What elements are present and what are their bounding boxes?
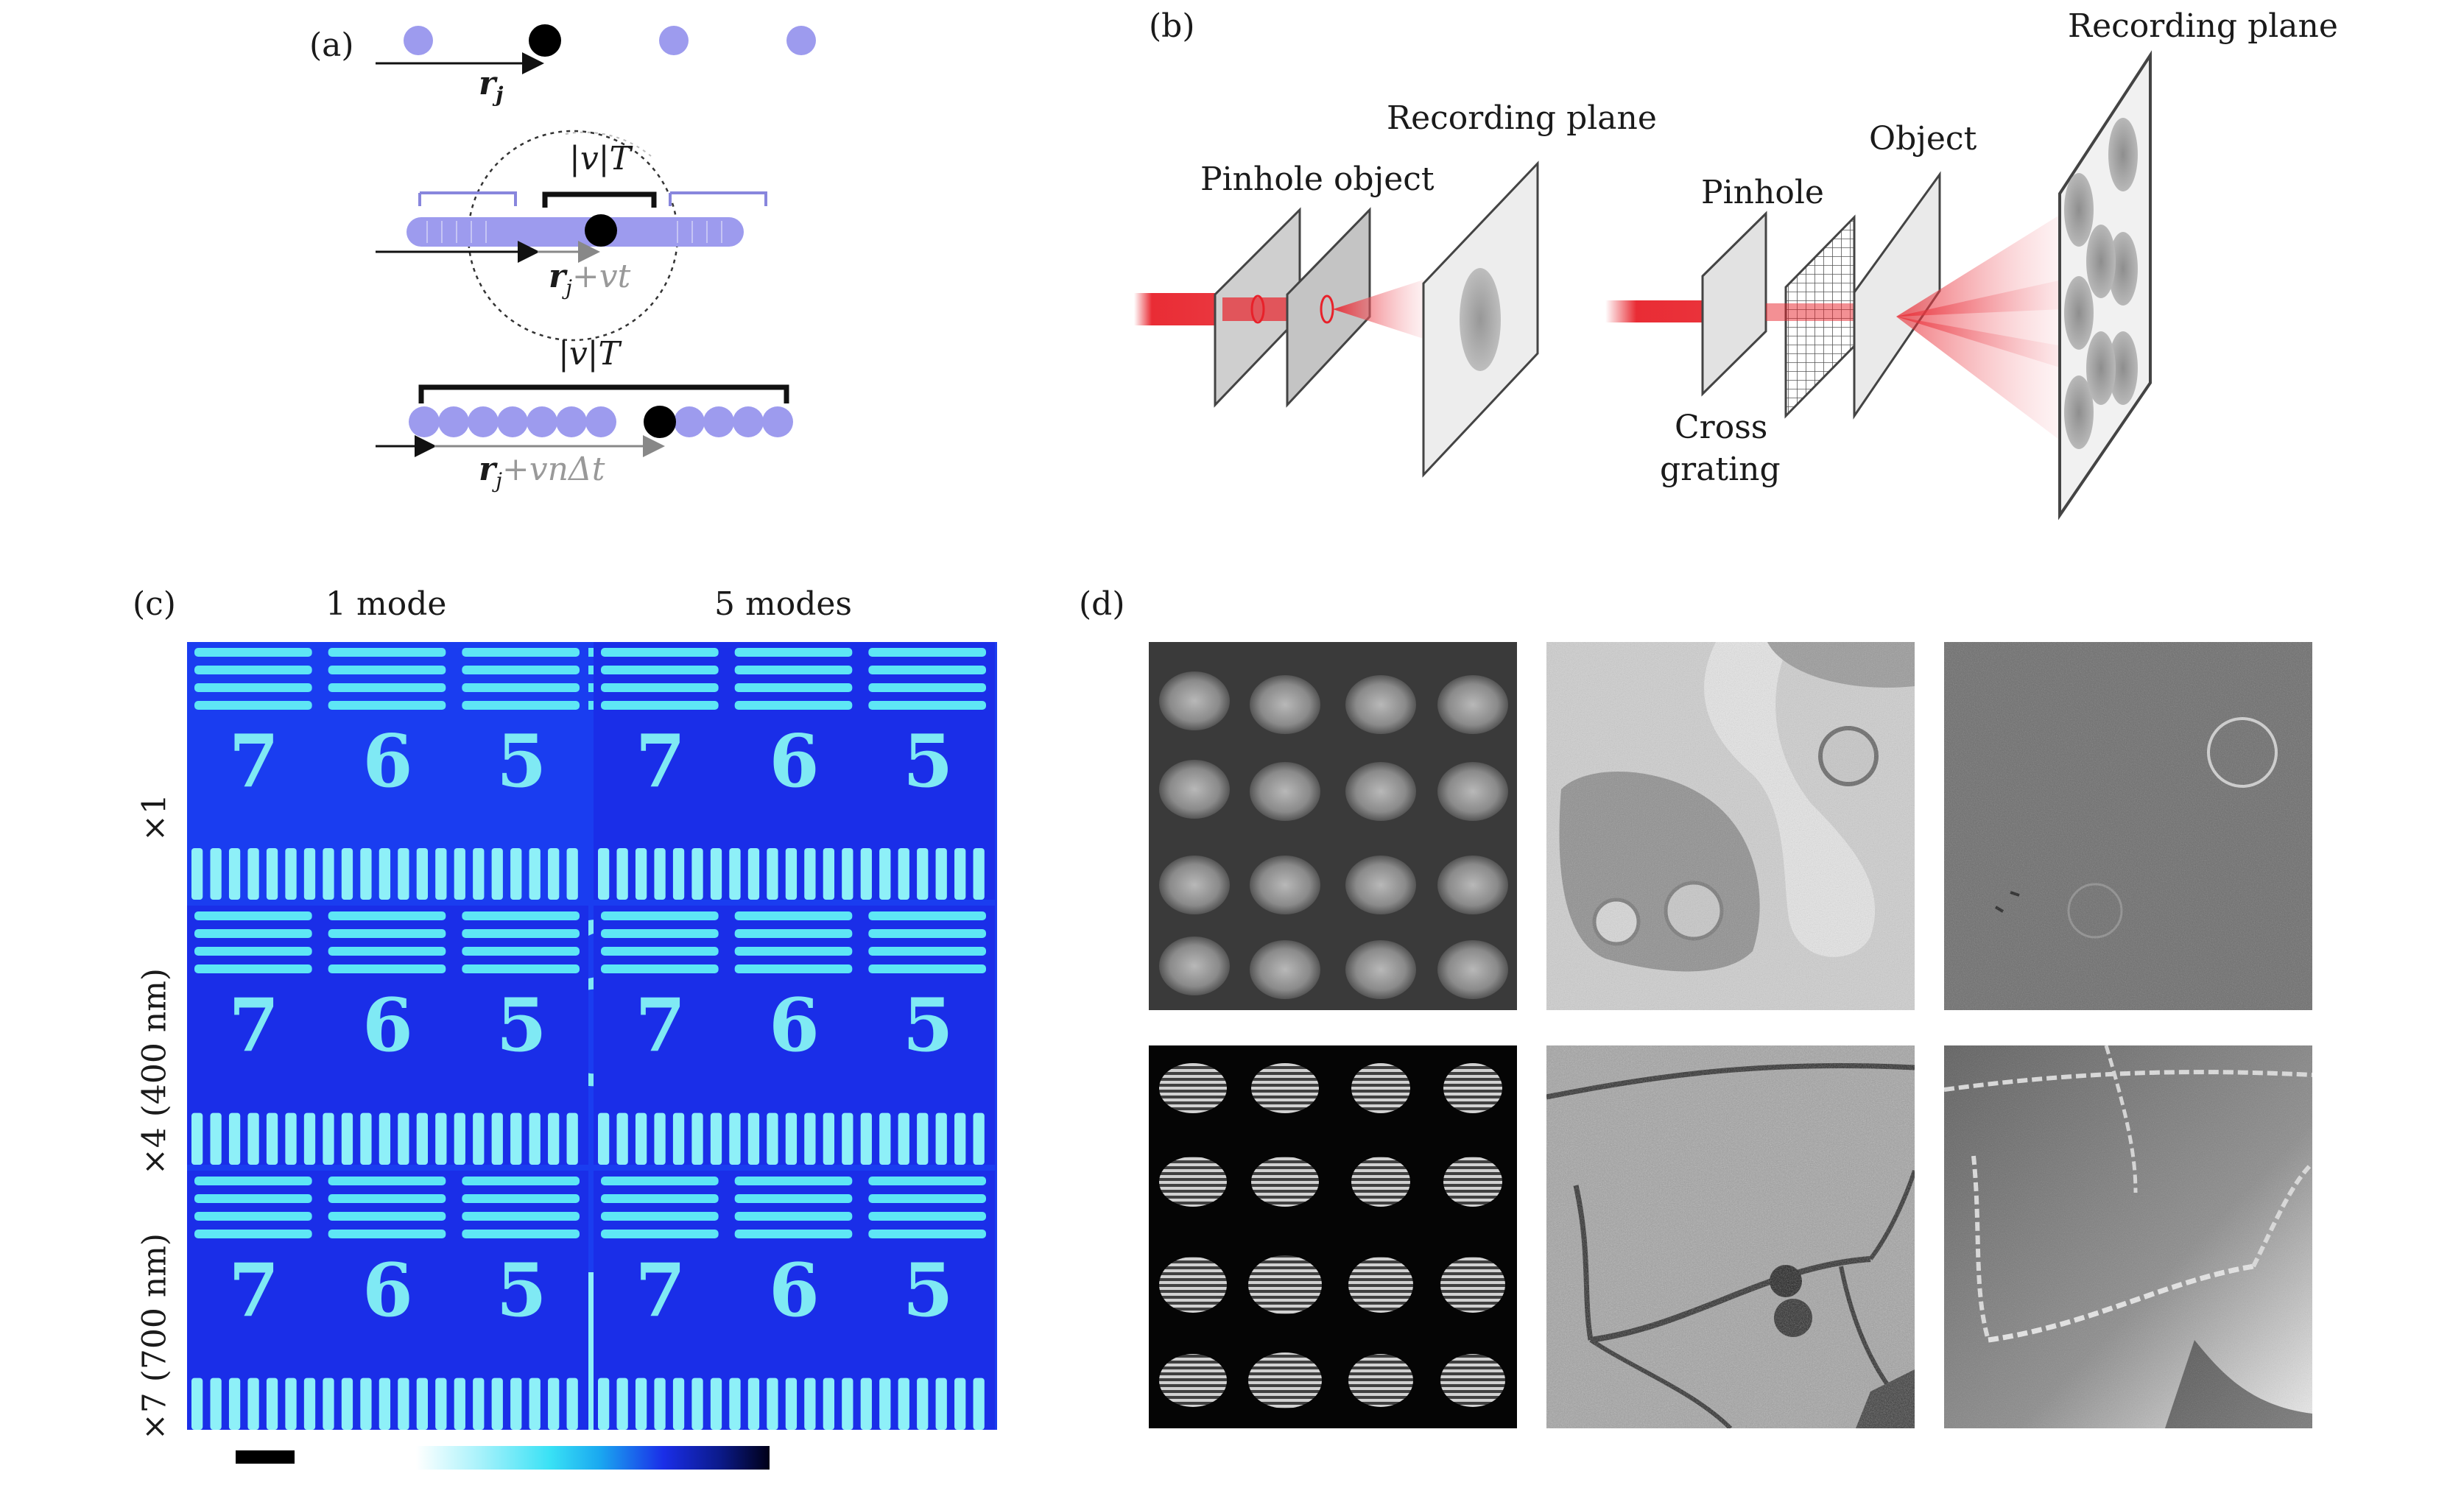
usaf-digit: 6 bbox=[769, 1248, 820, 1333]
usaf-digit: 5 bbox=[903, 719, 953, 804]
usaf-digit: 7 bbox=[229, 719, 279, 804]
diffraction-spots bbox=[2064, 118, 2138, 449]
panel-a-label: (a) bbox=[309, 27, 354, 64]
pinhole-label: Pinhole bbox=[1701, 174, 1824, 211]
rj-plus-vn-label: rj+vnΔt bbox=[479, 451, 605, 493]
usaf-digit: 6 bbox=[769, 983, 820, 1068]
tissue-phase-image bbox=[1944, 1045, 2312, 1428]
dot-array-amplitude bbox=[1149, 642, 1517, 1010]
vT-label: |v|T bbox=[569, 140, 631, 177]
probe-dot bbox=[786, 26, 816, 55]
row-label-x1: ×1 bbox=[135, 794, 174, 842]
object-plate bbox=[1853, 171, 1941, 420]
panel-c: (c) 1 mode 5 modes ×1 ×4 (400 nm) ×7 (70… bbox=[125, 574, 1009, 1471]
panel-d: (d) bbox=[1075, 574, 2445, 1471]
rj-label: rj bbox=[479, 65, 504, 107]
usaf-digit: 7 bbox=[635, 983, 686, 1068]
usaf-digit: 5 bbox=[903, 1248, 954, 1333]
panel-c-label: (c) bbox=[133, 585, 176, 623]
usaf-digit: 7 bbox=[228, 983, 279, 1068]
panel-a: (a) bbox=[295, 0, 854, 515]
tissue-amplitude-image bbox=[1546, 1045, 1915, 1428]
dot-array-phase bbox=[1149, 1045, 1517, 1428]
panel-b-diagram bbox=[1134, 50, 2152, 521]
cross-grating-label-1: Cross bbox=[1675, 409, 1768, 446]
probe-dot-active bbox=[585, 214, 617, 247]
usaf-digit: 6 bbox=[362, 1248, 413, 1333]
usaf-tile-grid: 765 765 765 765 765 765 765 bbox=[187, 642, 997, 1430]
colorbar bbox=[416, 1446, 770, 1470]
probe-dot-row bbox=[409, 406, 793, 437]
usaf-digit: 5 bbox=[496, 719, 546, 804]
usaf-digit: 6 bbox=[362, 719, 412, 804]
probe-dot bbox=[659, 26, 689, 55]
vT2-label: |v|T bbox=[558, 335, 620, 373]
rj-plus-vt-label: rj+vt bbox=[549, 258, 631, 300]
cell-phase-image bbox=[1944, 642, 2312, 1010]
pinhole-object-label: Pinhole object bbox=[1200, 161, 1435, 198]
panel-d-label: (d) bbox=[1079, 585, 1125, 623]
panel-b-label: (b) bbox=[1149, 7, 1195, 45]
usaf-digit: 5 bbox=[903, 983, 954, 1068]
pinhole-plate-3 bbox=[1701, 211, 1767, 397]
panel-a-diagram bbox=[376, 24, 816, 457]
column-header-1mode: 1 mode bbox=[325, 585, 447, 623]
recording-plane-label-2: Recording plane bbox=[2068, 7, 2338, 45]
usaf-digit: 7 bbox=[228, 1248, 279, 1333]
probe-dot-active bbox=[644, 406, 676, 438]
usaf-digit: 7 bbox=[636, 719, 686, 804]
object-label: Object bbox=[1869, 120, 1977, 158]
row-label-x7: ×7 (700 nm) bbox=[135, 1232, 174, 1441]
usaf-digit: 5 bbox=[496, 983, 547, 1068]
recording-plane-label-1: Recording plane bbox=[1387, 99, 1657, 137]
cell-amplitude-image bbox=[1546, 642, 1915, 1010]
usaf-digit: 5 bbox=[496, 1248, 547, 1333]
probe-dot-active bbox=[529, 24, 561, 57]
usaf-digit: 6 bbox=[769, 719, 819, 804]
column-header-5modes: 5 modes bbox=[714, 585, 852, 623]
cross-grating-label-2: grating bbox=[1660, 451, 1781, 488]
panel-b: (b) bbox=[1134, 0, 2445, 530]
scale-bar bbox=[236, 1450, 295, 1464]
usaf-digit: 6 bbox=[362, 983, 413, 1068]
usaf-digit: 7 bbox=[635, 1248, 686, 1333]
probe-dot bbox=[404, 26, 433, 55]
